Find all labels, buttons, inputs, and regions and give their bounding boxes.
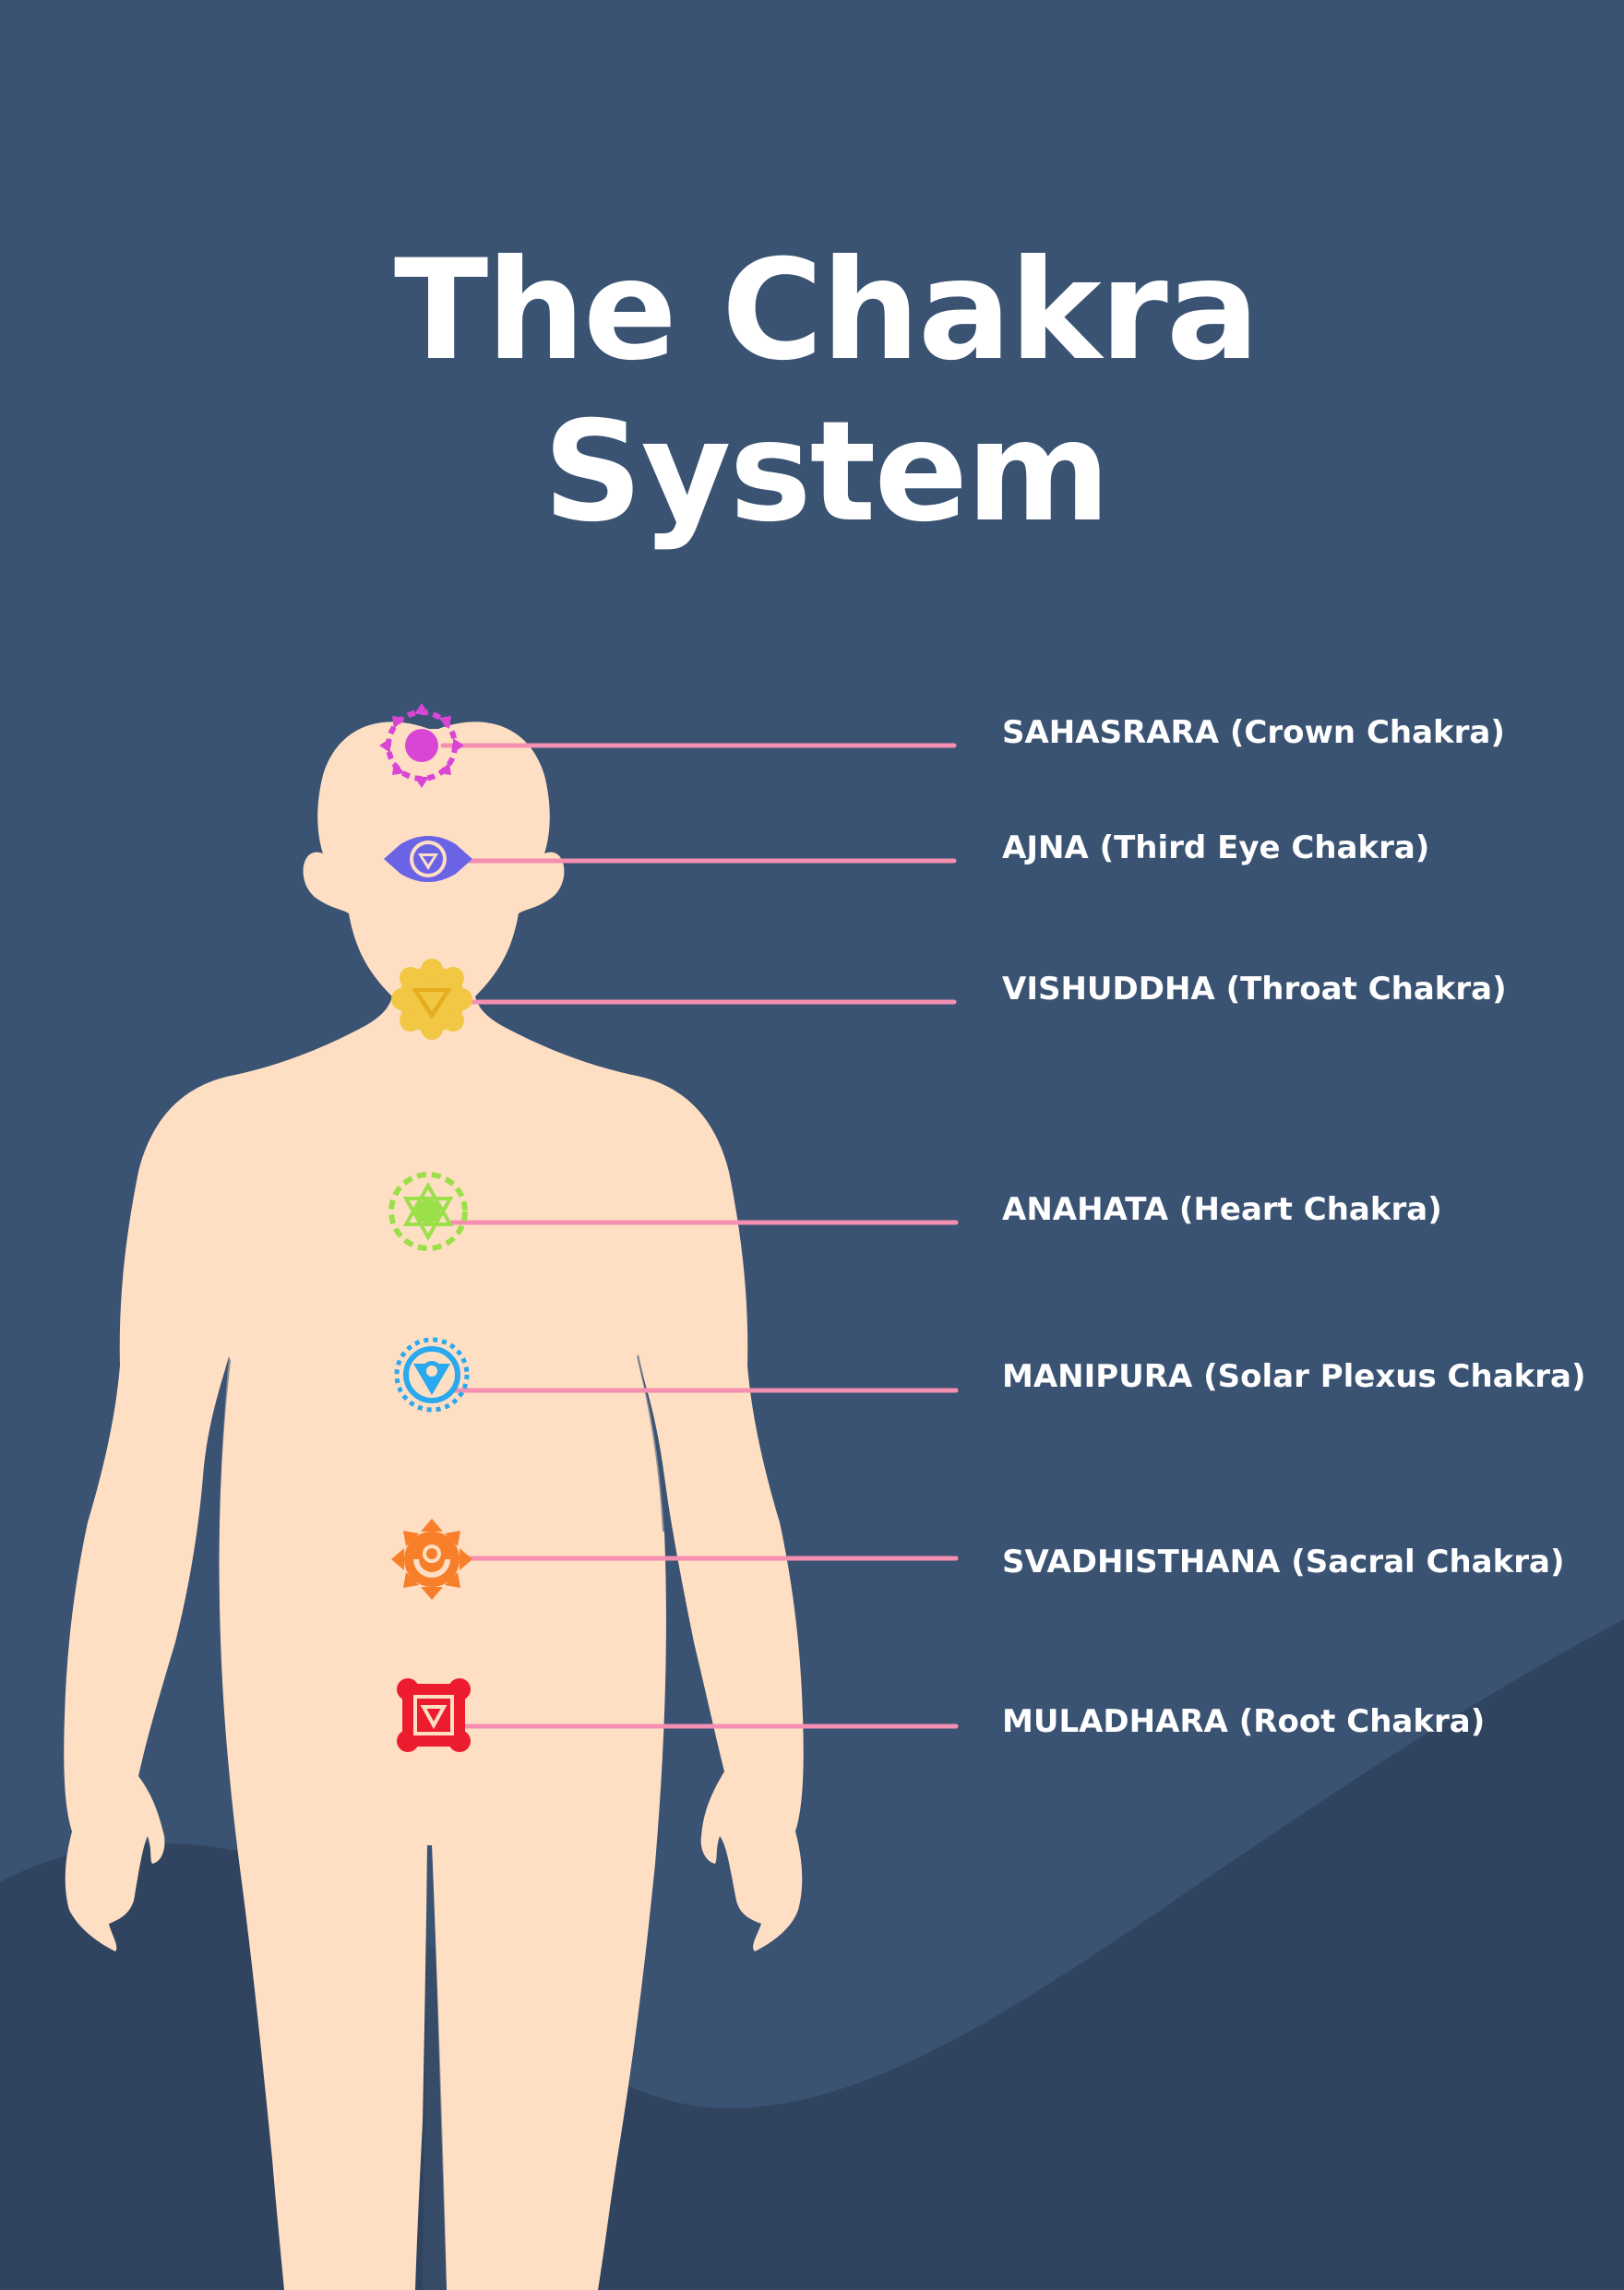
label-sacral-chakra: SVADHISTHANA (Sacral Chakra): [1002, 1544, 1565, 1580]
right-arm-gap: [637, 1354, 666, 1532]
left-arm-gap: [215, 1356, 231, 1605]
title-line-2: System: [543, 392, 1111, 553]
label-third-eye-chakra: AJNA (Third Eye Chakra): [1002, 829, 1430, 866]
label-throat-chakra: VISHUDDHA (Throat Chakra): [1002, 971, 1507, 1008]
label-crown-chakra: SAHASRARA (Crown Chakra): [1002, 714, 1505, 751]
sacral-chakra-icon: [391, 1519, 472, 1600]
throat-chakra-icon: [391, 959, 472, 1040]
label-root-chakra: MULADHARA (Root Chakra): [1002, 1703, 1486, 1740]
label-solar-plexus-chakra: MANIPURA (Solar Plexus Chakra): [1002, 1358, 1586, 1395]
third-eye-chakra-icon: [384, 836, 472, 882]
label-heart-chakra: ANAHATA (Heart Chakra): [1002, 1191, 1442, 1228]
heart-chakra-icon: [388, 1172, 468, 1251]
leg-gap: [423, 1845, 447, 2290]
solar-plexus-chakra-icon: [394, 1337, 470, 1413]
connector-lines: [440, 743, 959, 1729]
root-chakra-icon: [397, 1678, 471, 1752]
human-silhouette: [64, 722, 804, 2290]
crown-chakra-icon: [379, 703, 464, 788]
body-shape: [64, 722, 804, 2290]
title-line-1: The Chakra: [393, 231, 1260, 391]
page-title: The Chakra System: [0, 231, 1624, 554]
